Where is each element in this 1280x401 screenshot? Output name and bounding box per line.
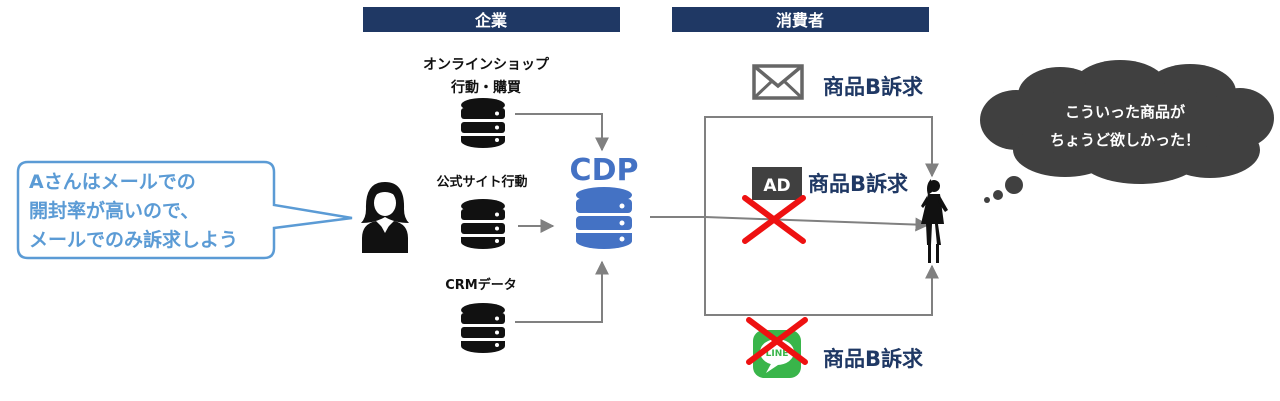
- operator-bubble-line2: 開封率が高いので、: [29, 199, 199, 222]
- person-icon: [361, 182, 409, 253]
- database-icon: [461, 98, 505, 148]
- consumer-thought-cloud: こういった商品が ちょうど欲しかった！: [980, 60, 1274, 203]
- thought-line1: こういった商品が: [1065, 103, 1186, 121]
- database-icon: [461, 303, 505, 353]
- header-company: 企業: [363, 7, 620, 32]
- official-site-label: 公式サイト行動: [436, 174, 527, 190]
- svg-text:Aさんはメールでの 開封率が高いので、: Aさんはメールでの 開封率が高いので、 メールでのみ訴求しよう: [29, 171, 238, 251]
- email-channel-label: 商品B訴求: [823, 75, 923, 99]
- operator-bubble-line1: Aさんはメールでの: [29, 171, 196, 193]
- arrow-online-to-cdp: [515, 113, 609, 152]
- arrow-email-route: [704, 116, 939, 217]
- online-shop-label-line1: オンラインショップ: [423, 57, 550, 73]
- line-badge-text: LINE: [766, 349, 789, 359]
- ad-icon: AD: [752, 167, 802, 200]
- arrow-line-route: [704, 217, 939, 316]
- operator-speech-bubble: Aさんはメールでの 開封率が高いので、 メールでのみ訴求しよう: [16, 160, 353, 260]
- online-shop-label-line2: 行動・購買: [450, 79, 522, 96]
- arrow-ad-route: [704, 216, 930, 232]
- thought-line2: ちょうど欲しかった！: [1050, 131, 1200, 149]
- cross-icon: [746, 317, 808, 365]
- line-channel-label: 商品B訴求: [823, 347, 923, 371]
- header-consumer-label: 消費者: [776, 11, 824, 30]
- arrow-crm-to-cdp: [515, 260, 609, 323]
- envelope-icon: [752, 64, 804, 100]
- header-company-label: 企業: [474, 11, 508, 30]
- cdp-database-icon: [576, 187, 632, 249]
- ad-channel-label: 商品B訴求: [808, 172, 908, 196]
- database-icon: [461, 199, 505, 249]
- woman-icon: [921, 179, 948, 263]
- header-consumer: 消費者: [672, 7, 929, 32]
- cross-icon: [742, 195, 806, 244]
- cdp-label: CDP: [570, 153, 639, 188]
- ad-badge-text: AD: [763, 176, 790, 196]
- operator-bubble-line3: メールでのみ訴求しよう: [29, 228, 238, 251]
- crm-label: CRMデータ: [445, 277, 517, 293]
